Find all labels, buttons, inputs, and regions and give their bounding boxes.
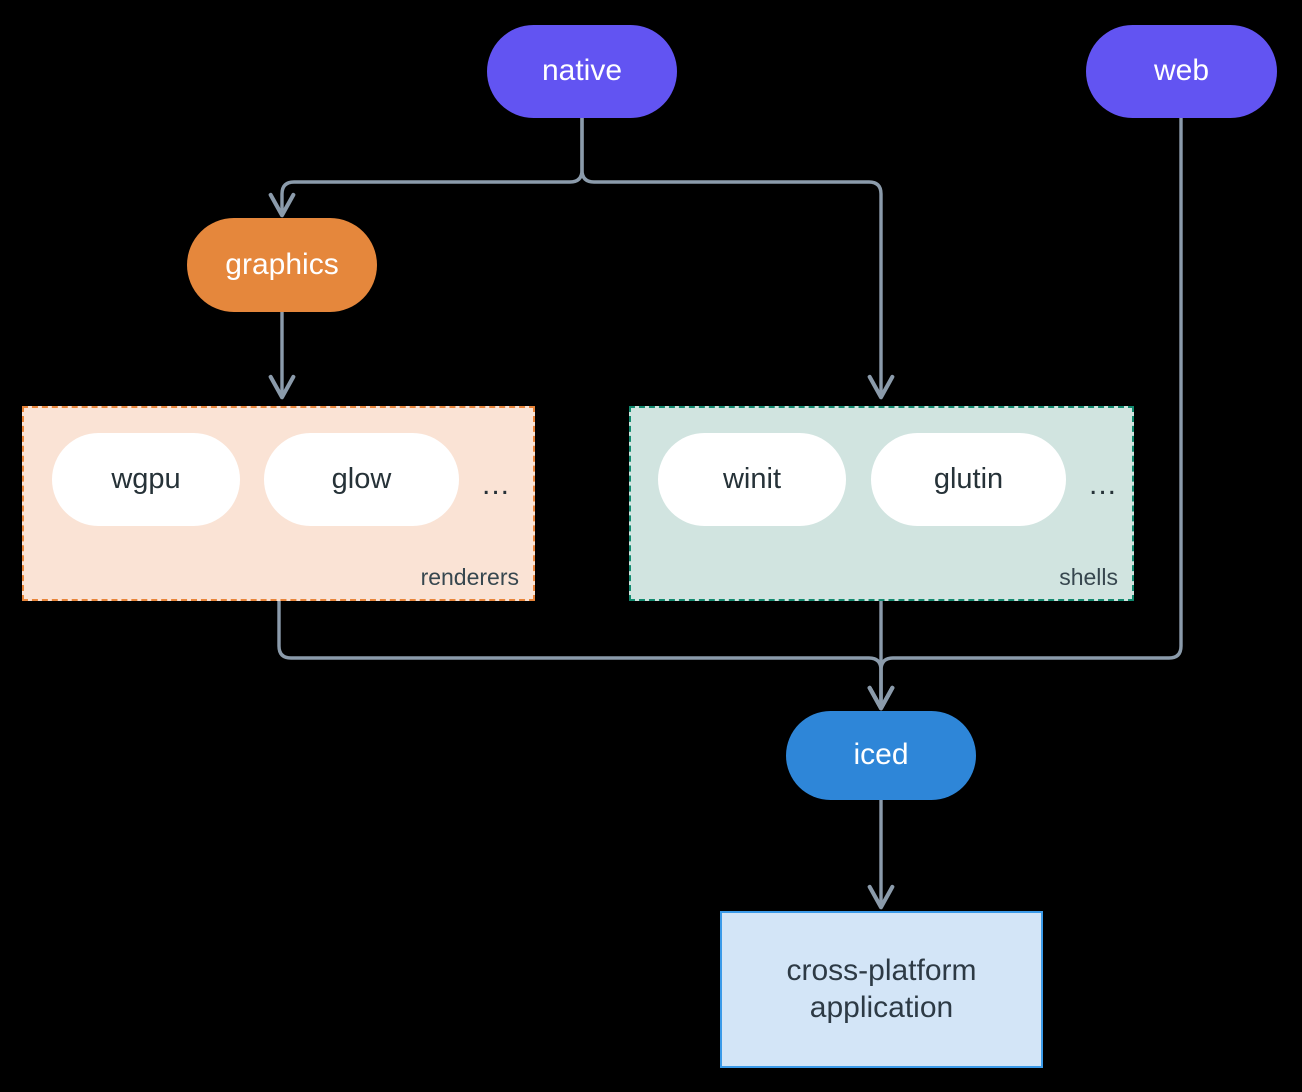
group-item-wgpu-label: wgpu	[111, 463, 181, 495]
group-renderers-overflow-ellipsis: ...	[482, 468, 511, 501]
node-native-label: native	[541, 54, 623, 88]
node-cross-platform-application[interactable]: cross-platform application	[720, 911, 1043, 1068]
group-renderers-label: renderers	[420, 564, 519, 590]
edge-renderers-iced	[277, 599, 895, 711]
group-renderers: wgpu glow ... renderers	[22, 406, 535, 601]
edge-native-shells	[580, 116, 895, 400]
node-native[interactable]: native	[487, 25, 677, 118]
group-item-glow[interactable]: glow	[264, 433, 459, 526]
group-item-glutin[interactable]: glutin	[871, 433, 1066, 526]
group-item-winit[interactable]: winit	[658, 433, 846, 526]
group-item-wgpu[interactable]: wgpu	[52, 433, 240, 526]
node-web[interactable]: web	[1086, 25, 1277, 118]
edge-native-graphics	[268, 116, 584, 218]
group-item-winit-label: winit	[722, 463, 781, 495]
node-iced-label: iced	[853, 738, 909, 772]
group-shells: winit glutin ... shells	[629, 406, 1134, 601]
node-iced[interactable]: iced	[786, 711, 976, 800]
node-graphics-label: graphics	[225, 247, 339, 281]
node-cross-platform-application-label: cross-platform application	[786, 953, 977, 1024]
node-graphics[interactable]: graphics	[187, 218, 377, 312]
group-shells-label: shells	[1059, 564, 1118, 590]
group-shells-overflow-ellipsis: ...	[1089, 468, 1118, 501]
node-web-label: web	[1153, 54, 1210, 88]
group-item-glow-label: glow	[331, 463, 392, 495]
group-item-glutin-label: glutin	[933, 463, 1004, 495]
